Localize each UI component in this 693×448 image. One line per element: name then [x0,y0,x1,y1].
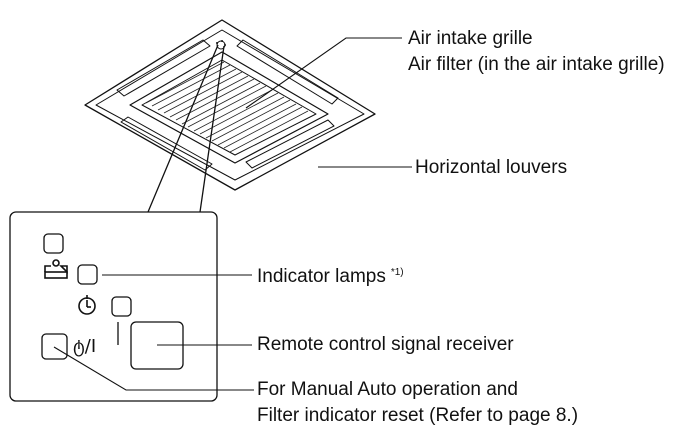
louver-slot-top-left [116,39,211,97]
manual-auto-button[interactable] [41,333,68,360]
timer-indicator-lamp [111,296,132,317]
air-intake-grille [129,51,329,164]
louver-slot-bottom-left [120,116,213,171]
label-manual-auto-line2: Filter indicator reset (Refer to page 8.… [257,405,579,426]
label-remote-receiver: Remote control signal receiver [257,334,514,355]
filter-indicator-icon [44,259,68,279]
label-manual-auto-line1: For Manual Auto operation and [257,379,518,400]
filter-indicator-lamp [43,233,64,254]
label-air-filter: Air filter (in the air intake grille) [408,54,665,75]
zoom-source-circle [216,40,226,50]
grille-hatching [145,61,309,153]
leader-manual-auto [53,346,254,391]
louver-slot-bottom-right [245,119,335,169]
label-indicator-lamps: Indicator lamps *1) [257,266,404,288]
air-filter [141,59,317,156]
cassette-panel-inner [95,29,365,181]
indicator-lamps-text: Indicator lamps [257,266,386,287]
magnifier-line-left [147,44,219,213]
louver-slot-top-right [236,39,339,105]
label-air-intake-grille: Air intake grille [408,28,533,49]
power-toggle-icon: ტ/I [73,336,97,357]
leader-air-intake-grille [245,37,402,109]
operation-indicator-lamp [77,264,98,285]
label-horizontal-louvers: Horizontal louvers [415,157,568,178]
magnifier-line-right [199,45,225,213]
control-panel-box [9,211,218,402]
timer-icon [78,295,96,315]
indicator-lamps-footnote: *1) [390,267,404,278]
cassette-panel-outline [84,19,376,191]
